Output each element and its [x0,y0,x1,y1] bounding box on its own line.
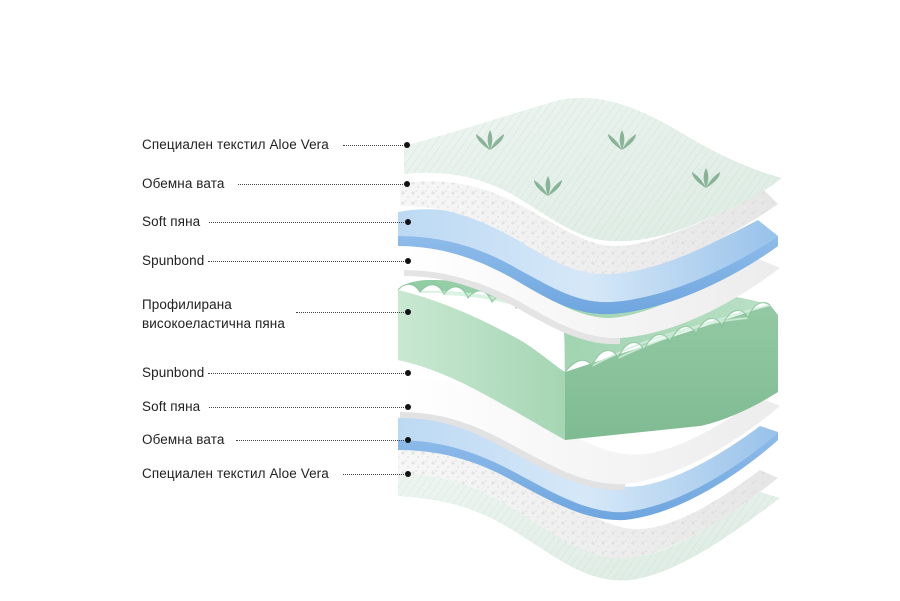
label-bottom-wadding: Обемна вата [142,432,225,447]
label-profiled-foam-line2: високоеластична пяна [142,316,285,331]
leader-bottom-soft-foam [209,407,404,408]
marker-top-aloe-textile [404,142,410,148]
leader-profiled-foam [296,312,404,313]
label-bottom-aloe-textile: Специален текстил Aloe Vera [142,466,329,481]
top-spunbond-layer [404,249,780,345]
leader-bottom-spunbond [208,373,404,374]
leader-top-aloe-textile [343,145,403,146]
label-bottom-spunbond: Spunbond [142,365,205,380]
marker-top-wadding [404,181,410,187]
leader-top-wadding [238,184,403,185]
label-profiled-foam-line1: Профилирана [142,297,232,312]
top-soft-foam-layer [398,209,778,315]
label-top-spunbond: Spunbond [142,253,205,268]
marker-bottom-spunbond [405,370,411,376]
marker-top-spunbond [405,258,411,264]
label-top-wadding: Обемна вата [142,176,225,191]
bottom-spunbond-layer [400,378,780,491]
top-wadding-layer [400,181,778,275]
marker-top-soft-foam [405,219,411,225]
label-bottom-soft-foam: Soft пяна [142,399,201,414]
marker-profiled-foam [405,309,411,315]
aloe-vera-print [476,130,720,196]
bottom-wadding-layer [398,447,778,559]
leader-top-soft-foam [209,222,404,223]
label-top-soft-foam: Soft пяна [142,214,201,229]
leader-top-spunbond [208,261,404,262]
top-aloe-textile-layer [404,97,782,242]
label-top-aloe-textile: Специален текстил Aloe Vera [142,137,329,152]
leader-bottom-aloe-textile [343,474,404,475]
leader-bottom-wadding [236,440,404,441]
marker-bottom-soft-foam [405,404,411,410]
marker-bottom-wadding [405,437,411,443]
marker-bottom-aloe-textile [405,471,411,477]
label-profiled-foam: Профилирана високоеластична пяна [142,295,285,333]
